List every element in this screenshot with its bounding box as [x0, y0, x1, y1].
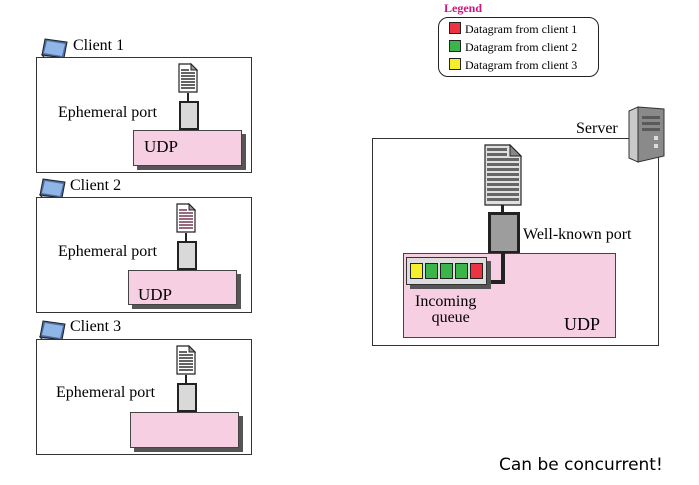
client-name: Client 1 [73, 37, 125, 54]
footer-note: Can be concurrent! [499, 455, 663, 475]
connector-line [187, 93, 189, 101]
legend-swatch-red [449, 22, 461, 34]
well-known-port [488, 212, 520, 254]
port-label: Ephemeral port [58, 243, 158, 260]
legend-label: Datagram from client 3 [465, 58, 578, 72]
client-name: Client 2 [70, 177, 122, 194]
legend-box: Datagram from client 1 Datagram from cli… [438, 17, 599, 77]
document-icon [176, 345, 196, 375]
legend-item-client-2: Datagram from client 2 [449, 40, 577, 55]
ephemeral-port [177, 383, 197, 412]
udp-box [130, 412, 239, 448]
document-icon [176, 203, 196, 233]
connector-line [501, 251, 505, 284]
legend-swatch-yellow [449, 58, 461, 70]
legend-title: Legend [444, 1, 483, 15]
incoming-queue [406, 257, 487, 285]
queued-datagram [470, 263, 483, 279]
udp-box [128, 270, 237, 305]
connector-line [484, 280, 505, 284]
queued-datagram [455, 263, 468, 279]
server-udp-label: UDP [564, 314, 601, 334]
queued-datagram [410, 263, 423, 279]
queue-label-line2: queue [431, 309, 470, 326]
ephemeral-port [179, 101, 199, 130]
document-icon [484, 144, 522, 206]
queued-datagram [440, 263, 453, 279]
udp-label: UDP [144, 137, 179, 156]
legend-label: Datagram from client 2 [465, 40, 578, 54]
legend-swatch-green [449, 40, 461, 52]
udp-label: UDP [138, 285, 173, 304]
connector-line [185, 375, 187, 383]
connector-line [185, 233, 187, 241]
server-tower-icon [628, 106, 665, 163]
udp-box [133, 130, 242, 166]
queued-datagram [425, 263, 438, 279]
client-name: Client 3 [70, 318, 122, 335]
well-known-port-label: Well-known port [523, 226, 632, 243]
connector-line [501, 205, 504, 212]
port-label: Ephemeral port [58, 104, 158, 121]
ephemeral-port [177, 241, 197, 270]
server-name: Server [576, 120, 618, 137]
queue-label-line1: Incoming [415, 293, 477, 310]
queue-label: Incoming queue [415, 294, 476, 326]
legend-item-client-3: Datagram from client 3 [449, 58, 577, 73]
document-icon [178, 63, 198, 93]
legend-item-client-1: Datagram from client 1 [449, 22, 577, 37]
port-label: Ephemeral port [56, 384, 156, 401]
legend-label: Datagram from client 1 [465, 22, 578, 36]
